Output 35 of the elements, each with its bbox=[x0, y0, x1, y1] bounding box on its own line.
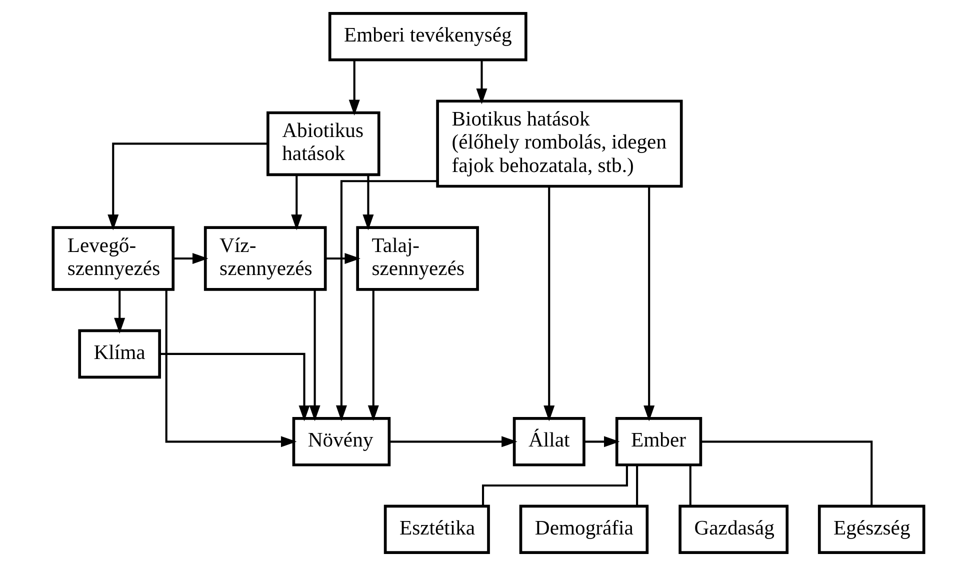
node-box: Levegő- szennyezés bbox=[51, 226, 174, 291]
node-box: Gazdaság bbox=[678, 504, 788, 554]
node-box: Talaj- szennyezés bbox=[356, 226, 478, 291]
connector bbox=[636, 465, 638, 506]
arrow bbox=[107, 142, 268, 230]
node-box: Demográfia bbox=[518, 504, 648, 554]
node-box: Egészség bbox=[817, 504, 925, 554]
arrow bbox=[172, 252, 208, 264]
arrow bbox=[543, 186, 554, 422]
node-box: Ember bbox=[614, 417, 702, 466]
arrow bbox=[114, 290, 125, 334]
arrow bbox=[308, 290, 320, 422]
arrow bbox=[290, 175, 302, 230]
arrow bbox=[367, 290, 378, 422]
node-box: Víz- szennyezés bbox=[203, 226, 326, 291]
node-box: Állat bbox=[512, 417, 585, 466]
arrow bbox=[164, 290, 296, 448]
node-box: Abiotikus hatások bbox=[266, 111, 380, 176]
arrow bbox=[643, 186, 654, 422]
connector bbox=[481, 465, 628, 506]
arrow bbox=[389, 436, 517, 448]
arrow bbox=[476, 60, 487, 104]
node-box: Biotikus hatások (élőhely rombolás, idegen fajok behozatala, stb.) bbox=[436, 100, 682, 188]
arrow bbox=[362, 175, 374, 230]
arrow bbox=[325, 252, 360, 264]
node-box: Emberi tevékenység bbox=[328, 12, 527, 62]
arrow bbox=[584, 436, 620, 448]
node-box: Klíma bbox=[78, 329, 160, 379]
connector bbox=[700, 440, 872, 506]
arrow bbox=[348, 60, 360, 116]
connector bbox=[688, 465, 691, 506]
arrow bbox=[335, 180, 437, 422]
node-box: Esztétika bbox=[383, 504, 490, 554]
arrow bbox=[159, 352, 310, 422]
node-box: Növény bbox=[292, 417, 390, 466]
